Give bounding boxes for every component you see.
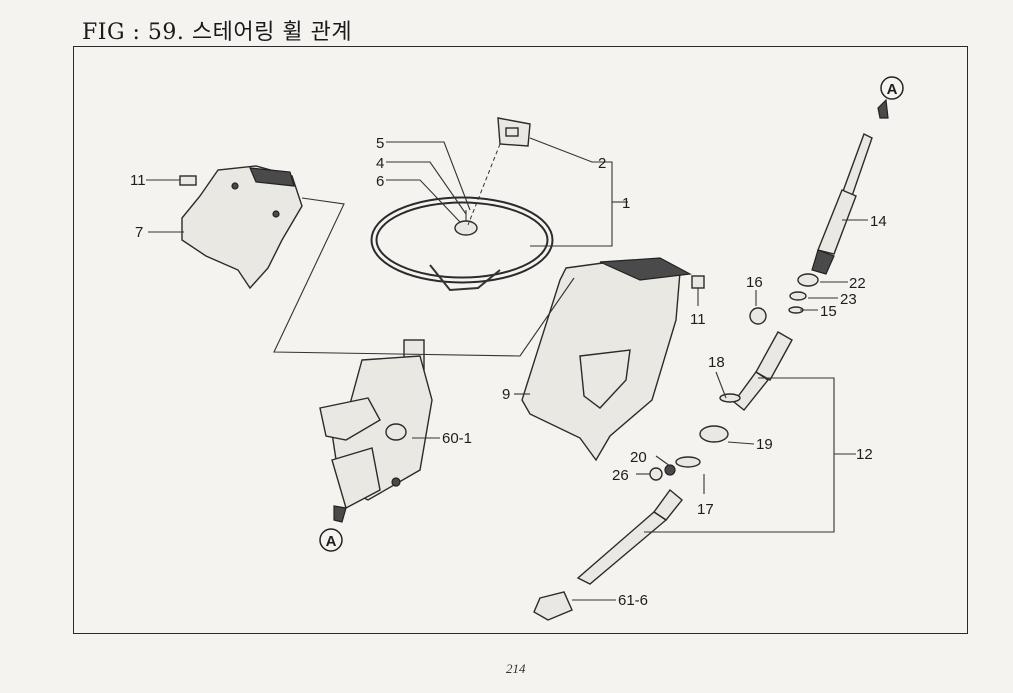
- callout-11-left: 11: [130, 172, 146, 189]
- callout-6: 6: [376, 173, 384, 190]
- column-cover-right: [521, 257, 692, 462]
- callout-26: 26: [612, 467, 629, 484]
- horn-pad: [467, 117, 531, 226]
- page-title: FIG : 59. 스테어링 휠 관계: [82, 20, 353, 45]
- steering-column: [319, 339, 433, 510]
- callout-14: 14: [870, 213, 887, 230]
- callout-22: 22: [849, 275, 866, 292]
- svg-text:A: A: [326, 533, 337, 550]
- callout-2b: 2: [598, 155, 606, 172]
- callout-16: 16: [746, 274, 763, 291]
- callout-23: 23: [840, 291, 857, 308]
- ref-marker-bottom: A: [319, 505, 347, 552]
- screw-right: [691, 275, 705, 289]
- screw-left: [179, 175, 197, 186]
- intermediate-shaft: [811, 133, 873, 275]
- callout-60-1: 60-1: [442, 430, 472, 447]
- callout-9: 9: [502, 386, 510, 403]
- lower-shaft: [576, 331, 793, 585]
- lower-coupling: [533, 591, 573, 621]
- joint-parts-upper: [749, 273, 819, 325]
- callout-61-6: 61-6: [618, 592, 648, 609]
- callout-20: 20: [630, 449, 647, 466]
- callout-7: 7: [135, 224, 143, 241]
- callout-17: 17: [697, 501, 714, 518]
- callout-11-right: 11: [690, 311, 706, 328]
- callout-4: 4: [376, 155, 384, 172]
- svg-text:A: A: [887, 81, 898, 98]
- callout-1: 1: [622, 195, 630, 212]
- diagram-frame: [73, 46, 968, 634]
- callout-18: 18: [708, 354, 725, 371]
- leader-lines: [146, 137, 868, 601]
- callout-15: 15: [820, 303, 837, 320]
- callout-12: 12: [856, 446, 873, 463]
- callout-5: 5: [376, 135, 384, 152]
- ref-marker-top: A: [877, 76, 904, 119]
- steering-wheel: [370, 196, 554, 292]
- page-number: 214: [506, 661, 526, 676]
- column-cover-left: [181, 165, 303, 290]
- callout-19: 19: [756, 436, 773, 453]
- callout-labels: 1 1 2 4 5 6 7 9 11 11 12 14 15 16 17 18 …: [130, 135, 887, 609]
